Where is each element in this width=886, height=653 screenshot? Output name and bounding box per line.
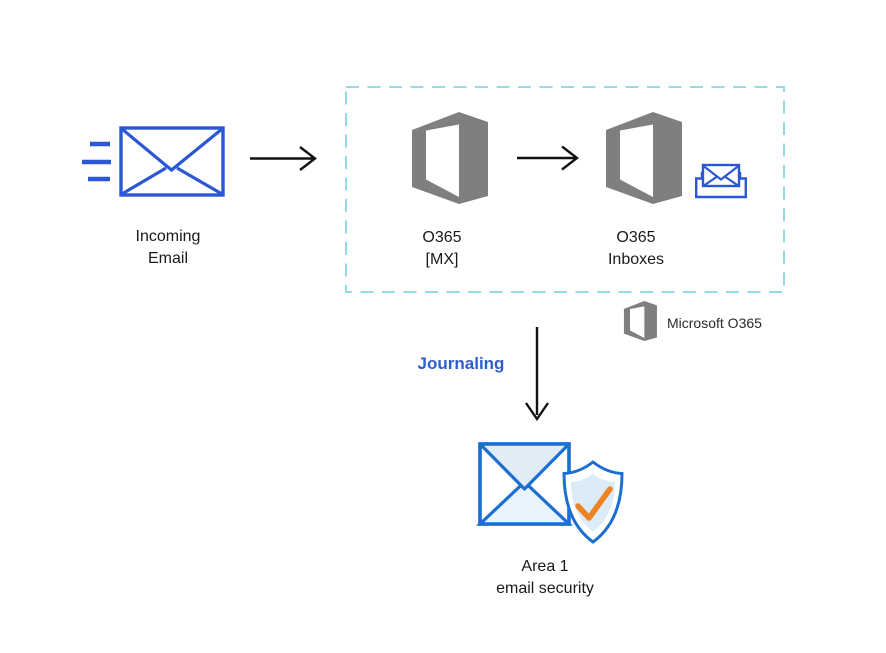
incoming-email-label-line2: Email	[147, 250, 188, 267]
inbox-tray-envelope-icon	[695, 163, 747, 199]
o365-inboxes-label-line1: O365	[616, 229, 656, 246]
o365-mx-label: O365 [MX]	[377, 227, 507, 271]
tray-envelope-flap	[702, 165, 740, 181]
o365-boundary-box	[345, 86, 785, 293]
dashed-border	[345, 86, 785, 293]
area1-label: Area 1 email security	[460, 556, 630, 600]
area1-label-line1: Area 1	[521, 558, 569, 575]
secure-envelope-icon	[475, 442, 574, 526]
o365-mx-label-line2: [MX]	[425, 251, 459, 268]
envelope-shield-check-icon	[475, 442, 624, 544]
area1-label-line2: email security	[496, 580, 594, 597]
envelope-flap	[120, 127, 224, 173]
incoming-email-label-line1: Incoming	[135, 228, 201, 245]
office-logo-icon-inboxes	[604, 112, 682, 204]
incoming-email-envelope-icon	[82, 126, 225, 197]
legend-label: Microsoft O365	[667, 315, 762, 331]
envelope-folds	[121, 166, 223, 196]
tray-envelope-folds	[703, 175, 739, 187]
shield-inner-fill	[571, 474, 615, 532]
legend-office-logo-icon	[623, 301, 657, 341]
office-logo-icon-mx	[410, 112, 488, 204]
envelope-icon	[119, 126, 225, 197]
arrow-down-icon	[525, 327, 549, 422]
checkmark-icon	[575, 486, 613, 521]
o365-inboxes-label: O365 Inboxes	[571, 227, 701, 271]
shield-check-icon	[562, 460, 624, 544]
speed-lines-icon	[82, 141, 111, 182]
arrow-right-icon	[517, 145, 579, 171]
incoming-email-label: Incoming Email	[103, 226, 233, 270]
o365-inboxes-label-line2: Inboxes	[607, 251, 665, 268]
o365-mx-label-line1: O365	[422, 229, 462, 246]
arrow-right-icon	[250, 146, 317, 171]
journaling-label: Journaling	[417, 354, 505, 373]
